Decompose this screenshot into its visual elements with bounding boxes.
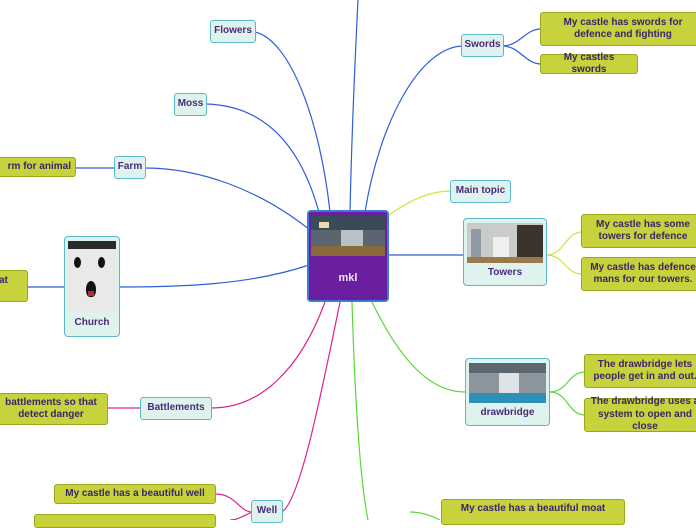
topic-swords[interactable]: Swords <box>461 34 504 57</box>
topic-moss-label: Moss <box>177 98 204 110</box>
leaf-towers-1-label: My castle has some towers for defence <box>596 218 690 243</box>
topic-farm-label: Farm <box>117 161 143 173</box>
topic-towers-label: Towers <box>487 267 523 278</box>
leaf-drawbridge-2[interactable]: The drawbridge uses a system to open and… <box>584 396 696 433</box>
leaf-farm-1-label: rm for animal <box>7 160 71 172</box>
leaf-towers-2-label: My castle has defence mans for our tower… <box>590 261 696 286</box>
drawbridge-photo <box>469 363 546 403</box>
central-photo <box>311 216 385 256</box>
towers-photo <box>467 223 543 263</box>
link-farm <box>144 167 311 231</box>
central-label: mkl <box>338 272 358 284</box>
link-well-leaf <box>215 493 253 513</box>
church-photo <box>68 241 116 313</box>
leaf-swords-1[interactable]: My castle has swords for defence and fig… <box>540 12 696 46</box>
link-flowers <box>254 31 331 213</box>
link-drawbridge-1 <box>549 371 586 393</box>
topic-church-label: Church <box>74 317 110 328</box>
topic-moss[interactable]: Moss <box>174 93 207 116</box>
leaf-farm-1[interactable]: rm for animal <box>0 157 76 177</box>
topic-flowers-label: Flowers <box>214 25 252 37</box>
leaf-well-1[interactable]: My castle has a beautiful well <box>54 484 216 504</box>
topic-battlements-label: Battlements <box>147 402 205 414</box>
leaf-swords-2-label: My castles swords <box>563 51 615 76</box>
link-towers-2 <box>545 254 583 275</box>
topic-towers[interactable]: Towers <box>463 218 547 286</box>
leaf-towers-2[interactable]: My castle has defence mans for our tower… <box>581 257 696 291</box>
link-swords <box>364 45 463 213</box>
link-moss <box>204 103 321 217</box>
link-battlements <box>211 301 326 409</box>
leaf-battlements-1-label: battlements so that detect danger <box>5 396 97 421</box>
leaf-drawbridge-1[interactable]: The drawbridge lets people get in and ou… <box>584 354 696 388</box>
link-well <box>281 301 341 513</box>
leaf-swords-1-label: My castle has swords for defence and fig… <box>563 16 683 41</box>
topic-well-label: Well <box>256 505 278 517</box>
link-swords-1 <box>501 28 542 47</box>
leaf-battlements-1[interactable]: battlements so that detect danger <box>0 393 108 425</box>
link-church <box>119 264 310 288</box>
topic-swords-label: Swords <box>464 39 501 51</box>
leaf-swords-2[interactable]: My castles swords <box>540 51 638 76</box>
leaf-church-1-label: at <box>0 275 8 286</box>
topic-church[interactable]: Church <box>64 236 120 337</box>
leaf-drawbridge-2-label: The drawbridge uses a system to open and… <box>590 396 696 433</box>
topic-flowers[interactable]: Flowers <box>210 20 256 43</box>
leaf-drawbridge-1-label: The drawbridge lets people get in and ou… <box>593 358 696 383</box>
link-top <box>349 0 359 213</box>
topic-main[interactable]: Main topic <box>450 180 511 203</box>
link-towers-1 <box>545 231 583 256</box>
leaf-moat-1[interactable]: My castle has a beautiful moat <box>441 499 625 525</box>
link-main-topic <box>388 190 451 216</box>
leaf-towers-1[interactable]: My castle has some towers for defence <box>581 214 696 248</box>
leaf-well-1-label: My castle has a beautiful well <box>65 487 205 499</box>
topic-battlements[interactable]: Battlements <box>140 397 212 420</box>
link-moat-leaf <box>409 511 441 520</box>
link-drawbridge <box>371 301 466 393</box>
leaf-moat-1-label: My castle has a beautiful moat <box>460 503 606 514</box>
central-topic[interactable]: mkl <box>307 210 389 302</box>
link-drawbridge-2 <box>549 391 586 416</box>
link-swords-2 <box>501 45 542 65</box>
link-moat <box>351 301 369 520</box>
topic-main-label: Main topic <box>455 185 506 197</box>
topic-drawbridge[interactable]: drawbridge <box>465 358 550 426</box>
link-well-leaf2 <box>229 511 253 520</box>
leaf-church-1[interactable]: at <box>0 270 28 302</box>
topic-drawbridge-label: drawbridge <box>480 407 535 418</box>
leaf-well-2 <box>34 514 216 528</box>
topic-farm[interactable]: Farm <box>114 156 146 179</box>
